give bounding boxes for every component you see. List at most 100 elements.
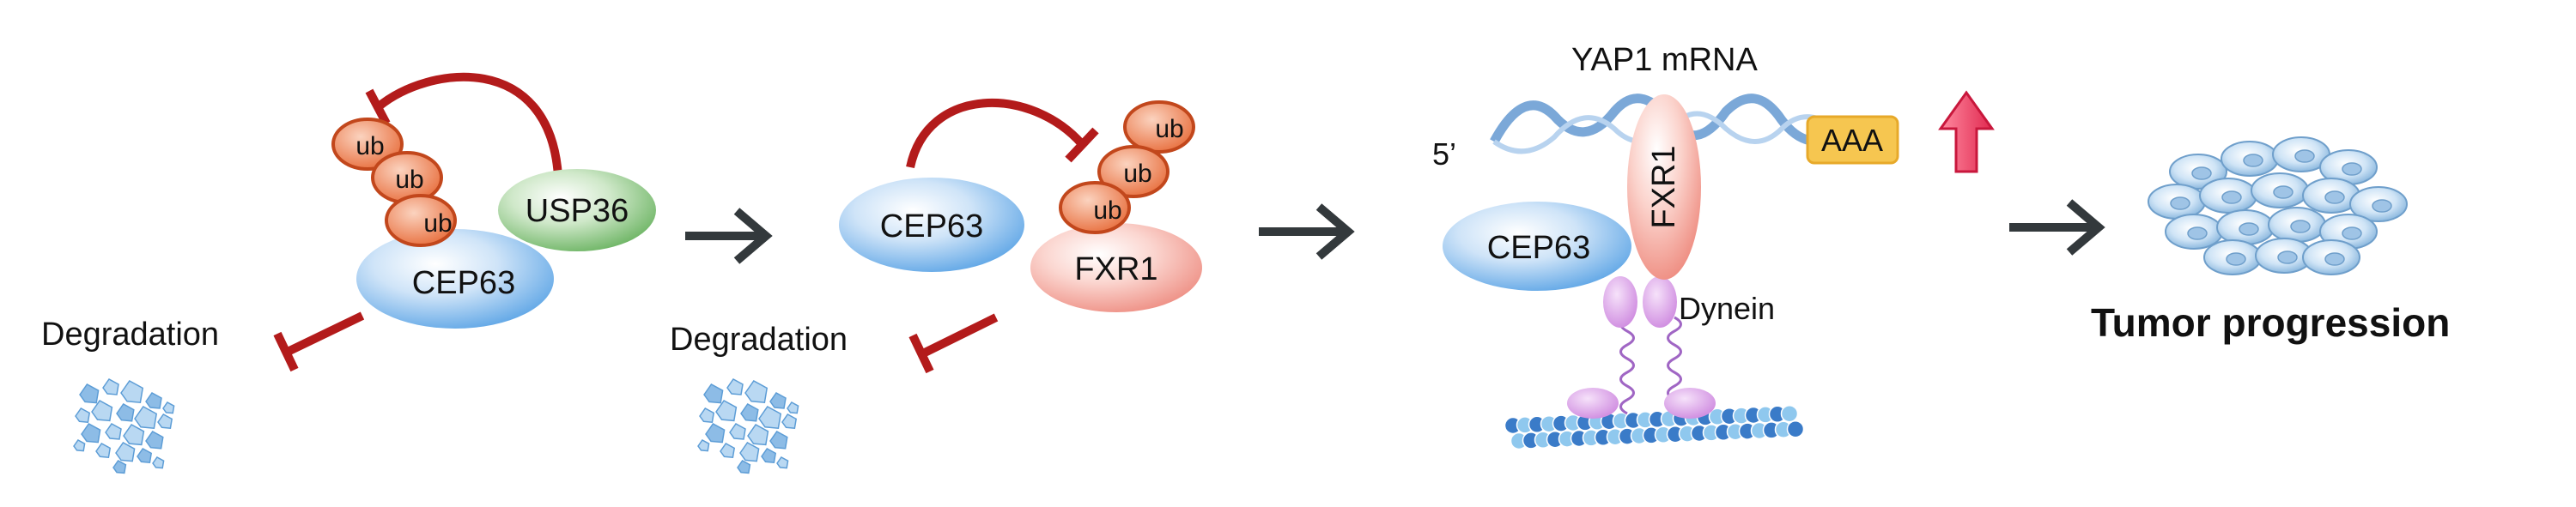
- tumor-cell-nucleus: [2170, 196, 2190, 210]
- ubiquitin: [385, 194, 457, 247]
- tumor-cell-nucleus: [2324, 252, 2345, 266]
- degradation-fragment: [115, 442, 136, 462]
- tumor-cell-nucleus: [2243, 154, 2263, 167]
- cep63-label: CEP63: [1487, 230, 1590, 266]
- degradation-fragment: [715, 400, 738, 422]
- tumor-cell-nucleus: [2372, 199, 2392, 213]
- degradation-fragments-icon: [697, 378, 799, 474]
- ub-label: ub: [395, 166, 423, 194]
- ubiquitin-chain: ub ub ub: [1059, 100, 1195, 234]
- step-arrow: [685, 208, 773, 264]
- degradation-fragment: [137, 448, 153, 464]
- cep63-inhibition-arc: [906, 99, 1085, 169]
- cep63-label: CEP63: [880, 208, 983, 244]
- ubiquitin: [331, 118, 404, 171]
- stage3: YAP1 mRNA 5’ AAA Dynein FXR1 CEP63: [1432, 42, 1995, 450]
- tumor-cell-nucleus: [2191, 166, 2212, 180]
- degradation-inhibition-line: [920, 313, 999, 358]
- tumor-cell-nucleus: [2294, 149, 2315, 163]
- degradation-fragment: [705, 423, 726, 444]
- step-arrow: [1259, 203, 1355, 260]
- degradation-inhibition-bar: [273, 331, 299, 372]
- five-prime-label: 5’: [1432, 136, 1456, 172]
- up-arrow-icon: [1938, 90, 1995, 173]
- degradation-fragment: [761, 448, 777, 464]
- degradation-fragment: [758, 406, 782, 430]
- degradation-fragment: [729, 423, 746, 440]
- degradation-fragment: [747, 424, 769, 446]
- degradation-fragment: [781, 413, 798, 430]
- degradation-fragment: [105, 423, 122, 440]
- fxr1-label: FXR1: [1074, 251, 1157, 287]
- ubiquitin: [1097, 145, 1170, 198]
- degradation-label: Degradation: [670, 322, 848, 358]
- degradation-fragment: [769, 431, 788, 450]
- tumor-cell-nucleus: [2277, 250, 2298, 264]
- degradation-fragment: [91, 400, 113, 422]
- degradation-fragment: [697, 439, 710, 452]
- ubiquitin-chain: ub ub ub: [331, 118, 457, 247]
- ub-label: ub: [1155, 115, 1183, 143]
- stage2: FXR1 CEP63 ub ub ub Degradation: [670, 99, 1202, 474]
- degradation-fragment: [776, 456, 789, 469]
- tumor-cell-nucleus: [2342, 162, 2362, 176]
- tumor-cell-nucleus: [2239, 222, 2259, 236]
- tumor-cell-nucleus: [2342, 226, 2362, 240]
- tubulin-subunit: [1786, 419, 1805, 438]
- degradation-fragment: [726, 378, 744, 395]
- degradation-fragment: [95, 443, 112, 459]
- degradation-fragment: [769, 392, 787, 409]
- degradation-fragment: [75, 407, 91, 424]
- degradation-fragment: [145, 431, 164, 450]
- degradation-fragment: [739, 442, 760, 462]
- degradation-fragment: [79, 383, 100, 404]
- usp36-label: USP36: [526, 193, 629, 229]
- dynein-motor-head: [1567, 388, 1619, 419]
- ub-label: ub: [355, 132, 384, 160]
- mrna-label: YAP1 mRNA: [1571, 42, 1758, 78]
- degradation-fragment: [112, 460, 127, 474]
- tumor-cell-nucleus: [2273, 185, 2293, 199]
- stage1: CEP63 USP36 ub ub ub Degradation: [41, 72, 656, 474]
- degradation-fragment: [720, 443, 736, 459]
- usp36-inhibition-bar: [365, 88, 391, 126]
- microtubule: [1504, 404, 1805, 450]
- degradation-fragment: [162, 401, 175, 414]
- dynein-label: Dynein: [1679, 291, 1775, 326]
- usp36-oval: [498, 169, 656, 251]
- ub-label: ub: [423, 209, 452, 238]
- degradation-fragment: [152, 456, 165, 469]
- dynein-motor-head: [1664, 388, 1716, 419]
- step-arrow: [2009, 199, 2105, 256]
- ubiquitin: [1059, 181, 1131, 234]
- ub-label: ub: [1093, 196, 1121, 225]
- cep63-oval: [356, 229, 554, 329]
- degradation-fragment: [81, 423, 101, 444]
- degradation-fragment: [102, 378, 119, 395]
- ubiquitin: [1123, 100, 1195, 154]
- fxr1-oval: [1627, 94, 1701, 280]
- cep63-inhibition-bar: [1065, 127, 1099, 163]
- outcome-label: Tumor progression: [2091, 300, 2450, 345]
- degradation-inhibition-line: [285, 311, 365, 356]
- tumor-cell-nucleus: [2187, 226, 2208, 240]
- degradation-fragment: [744, 380, 769, 404]
- degradation-fragment: [123, 424, 145, 446]
- degradation-fragment: [740, 403, 759, 422]
- degradation-fragments-icon: [73, 378, 175, 474]
- cep63-oval: [1443, 202, 1631, 291]
- dynein-head: [1603, 276, 1637, 328]
- degradation-inhibition-bar: [908, 333, 934, 374]
- tumor-cell-nucleus: [2221, 190, 2242, 204]
- degradation-fragment: [134, 406, 158, 430]
- tumor-cell-nucleus: [2290, 220, 2311, 233]
- tumor-cell-nucleus: [2226, 252, 2246, 266]
- degradation-fragment: [787, 401, 799, 414]
- ub-label: ub: [1123, 160, 1151, 188]
- fxr1-oval: [1030, 223, 1202, 312]
- dynein-head: [1643, 276, 1677, 328]
- usp36-inhibition-arc: [374, 72, 562, 177]
- tumor-cells-icon: [2148, 136, 2408, 275]
- cep63-oval: [839, 178, 1024, 272]
